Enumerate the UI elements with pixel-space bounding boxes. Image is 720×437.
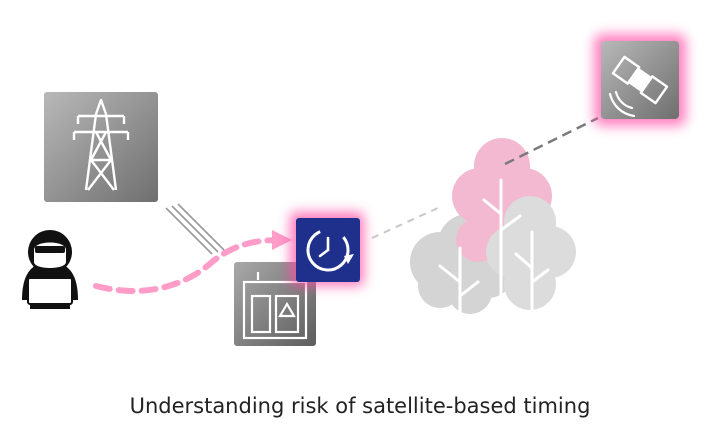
- diagram-caption: Understanding risk of satellite-based ti…: [129, 394, 591, 418]
- attack-path: [93, 230, 292, 294]
- trees-icon: [410, 138, 576, 332]
- satellite-signal-line: [371, 116, 599, 239]
- clock-sync-icon: [290, 212, 364, 286]
- hacker-icon: [22, 230, 78, 309]
- transmission-wires: [165, 203, 225, 255]
- satellite-icon: [594, 34, 686, 126]
- power-tower-icon: [44, 92, 158, 202]
